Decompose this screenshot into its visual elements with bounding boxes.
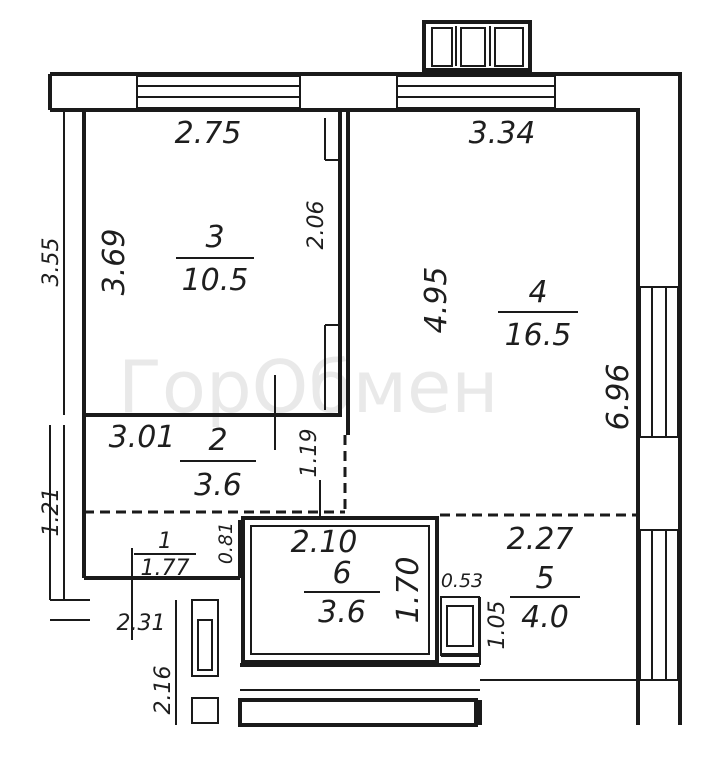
shaft-box: [440, 596, 481, 665]
room-3-walls: [82, 110, 350, 435]
right-window-upper: [639, 286, 679, 438]
dim-room6-width: 2.10: [291, 525, 358, 560]
dim-room1-height: 0.81: [215, 522, 237, 564]
room-6-number: 6: [332, 556, 351, 591]
dim-left-edge-mid: 1.21: [39, 488, 64, 537]
dim-room2-width: 3.01: [109, 420, 176, 455]
room-3-number: 3: [205, 220, 224, 255]
room-1-label: 1 1.77: [134, 529, 196, 581]
room-5-area: 4.0: [521, 600, 569, 635]
room-3-label: 3 10.5: [176, 220, 254, 298]
room-4-number: 4: [528, 275, 547, 310]
top-window-left: [136, 75, 301, 109]
dim-room2-height: 1.19: [297, 429, 322, 478]
dim-room3-height: 3.69: [97, 229, 132, 296]
dim-room4-height: 6.96: [601, 364, 636, 431]
dim-room3-width: 2.75: [175, 116, 242, 151]
room-5-number: 5: [535, 561, 554, 596]
dim-room5-width: 2.27: [507, 522, 574, 557]
room-2-label: 2 3.6: [180, 423, 256, 503]
dim-room3-door: 2.06: [304, 201, 329, 250]
outer-walls: [48, 72, 682, 725]
dim-room4-width: 3.34: [469, 116, 536, 151]
dim-room6-height: 1.70: [391, 557, 426, 624]
room-6-area: 3.6: [318, 595, 366, 630]
top-window-right: [396, 75, 556, 109]
room-2-area: 3.6: [194, 468, 242, 503]
room-2-number: 2: [208, 423, 227, 458]
room-3-area: 10.5: [182, 263, 249, 298]
room-1-number: 1: [158, 529, 172, 554]
right-window-lower: [639, 529, 679, 681]
room-6-label: 6 3.6: [304, 556, 380, 630]
dim-room4-inner: 4.95: [419, 267, 454, 334]
dim-room5-height: 1.05: [485, 601, 510, 650]
room-5-label: 5 4.0: [510, 561, 580, 635]
room-6-walls: [240, 516, 480, 667]
dim-entry-height: 2.16: [151, 666, 176, 715]
balcony-window: [422, 20, 532, 72]
left-structure: [49, 110, 90, 621]
dim-entry-width: 2.31: [117, 611, 166, 636]
lower-structures: [131, 548, 482, 727]
dim-shaft-width: 0.53: [441, 570, 483, 592]
room-4-label: 4 16.5: [498, 275, 578, 353]
dim-left-edge-top: 3.55: [39, 238, 64, 287]
room-4-area: 16.5: [505, 318, 572, 353]
room-2-walls: [82, 375, 347, 580]
room-1-area: 1.77: [141, 556, 190, 581]
